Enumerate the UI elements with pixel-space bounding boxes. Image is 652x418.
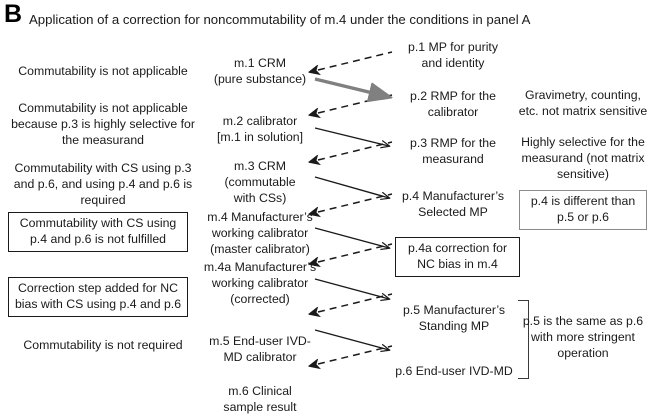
- material-m3-line1: m.3 CRM: [234, 159, 286, 173]
- comment-commutability-not-required-m5: Commutability is not required: [23, 338, 183, 352]
- procedure-p1: p.1 MP for purity and identity: [392, 40, 514, 72]
- panel-letter: B: [4, 0, 22, 28]
- dashed-arrow-p1-m1: [318, 51, 393, 70]
- solid-arrow-m2-p3: [314, 127, 389, 146]
- material-m3: m.3 CRM (commutable with CSs): [196, 159, 324, 207]
- material-m4a: m.4a Manufacturer’s working calibrator (…: [190, 260, 330, 308]
- comment-box-commutability-not-fulfilled-m4: Commutability with CS using p.4 and p.6 …: [8, 212, 188, 252]
- procedure-p3-line1: p.3 RMP for the: [410, 136, 496, 150]
- solid-arrow-m1-p2-highlight: [314, 77, 389, 97]
- material-m4a-line3: (corrected): [230, 291, 290, 306]
- procedure-box-p4a: p.4a correction for NC bias in m.4: [395, 237, 520, 277]
- material-m4: m.4 Manufacturer’s working calibrator (m…: [192, 210, 328, 258]
- material-m6: m.6 Clinical sample result: [196, 384, 324, 416]
- procedure-p4-line1: p.4 Manufacturer’s: [401, 189, 505, 203]
- procedure-p2: p.2 RMP for the calibrator: [392, 89, 514, 121]
- note-p5-same-as-p6: p.5 is the same as p.6 with more stringe…: [522, 314, 644, 360]
- material-m5-line2: MD calibrator: [223, 349, 297, 364]
- procedure-p6-line1: p.6 End-user IVD-MD: [395, 364, 513, 378]
- material-m4-line1: m.4 Manufacturer’s: [207, 210, 313, 224]
- comment-box-correction-step-added-m4a: Correction step added for NC bias with C…: [8, 277, 188, 317]
- material-m5: m.5 End-user IVD- MD calibrator: [192, 334, 328, 366]
- procedure-p4: p.4 Manufacturer’s Selected MP: [392, 189, 514, 221]
- material-m5-line1: m.5 End-user IVD-: [209, 334, 311, 348]
- comment-commutability-not-applicable-m2: Commutability is not applicable because …: [11, 101, 195, 147]
- material-m6-line1: m.6 Clinical: [228, 384, 292, 398]
- material-m3-line3: with CSs): [233, 190, 287, 205]
- material-m4-line2: working calibrator: [211, 225, 309, 240]
- material-m1-line2: (pure substance): [213, 71, 307, 86]
- material-m4a-line1: m.4a Manufacturer’s: [203, 260, 317, 274]
- material-m6-line2: sample result: [223, 399, 297, 414]
- procedure-p1-line1: p.1 MP for purity: [408, 40, 498, 54]
- procedure-p2-line2: calibrator: [427, 104, 479, 119]
- material-m2-line2: [m.1 in solution]: [216, 129, 304, 144]
- procedure-p6: p.6 End-user IVD-MD: [388, 364, 520, 380]
- note-gravimetry-counting: Gravimetry, counting, etc. not matrix se…: [518, 88, 648, 118]
- procedure-p4a-line2: NC bias in m.4: [417, 256, 498, 271]
- procedure-p5-line1: p.5 Manufacturer’s: [402, 303, 506, 317]
- procedure-p1-line2: and identity: [421, 55, 485, 70]
- dashed-arrow-group: [318, 51, 393, 364]
- dashed-arrow-p3-m3: [318, 141, 393, 160]
- solid-arrow-m3-p4: [314, 176, 389, 198]
- procedure-p5: p.5 Manufacturer’s Standing MP: [390, 303, 518, 335]
- panel-title: Application of a correction for noncommu…: [29, 12, 531, 27]
- material-m4a-line2: working calibrator: [211, 275, 309, 290]
- note-highly-selective: Highly selective for the measurand (not …: [521, 135, 645, 181]
- procedure-p3-line2: measurand: [422, 151, 484, 166]
- procedure-p3: p.3 RMP for the measurand: [392, 136, 514, 168]
- material-m2-line1: m.2 calibrator: [222, 114, 298, 128]
- procedure-p5-line2: Standing MP: [418, 318, 490, 333]
- dashed-arrow-p6-m6: [318, 345, 393, 364]
- material-m1: m.1 CRM (pure substance): [196, 56, 324, 88]
- procedure-p4-line2: Selected MP: [418, 204, 488, 219]
- material-m3-line2: (commutable: [224, 174, 296, 189]
- note-box-p4-different-than-p5-p6: p.4 is different than p.5 or p.6: [519, 190, 647, 230]
- comment-commutability-not-applicable-m1: Commutability is not applicable: [18, 64, 188, 78]
- dashed-arrow-p4-m4: [318, 193, 393, 212]
- comment-commutability-required-m3: Commutability with CS using p.3 and p.6,…: [13, 161, 193, 207]
- material-m4-line3: (master calibrator): [210, 241, 310, 256]
- procedure-p2-line1: p.2 RMP for the: [410, 89, 496, 103]
- material-m1-line1: m.1 CRM: [234, 56, 286, 70]
- material-m2: m.2 calibrator [m.1 in solution]: [196, 114, 324, 146]
- dashed-arrow-p2-m2: [318, 94, 393, 113]
- bracket-p5-p6: [518, 300, 529, 379]
- procedure-p4a-line1: p.4a correction for: [407, 241, 508, 255]
